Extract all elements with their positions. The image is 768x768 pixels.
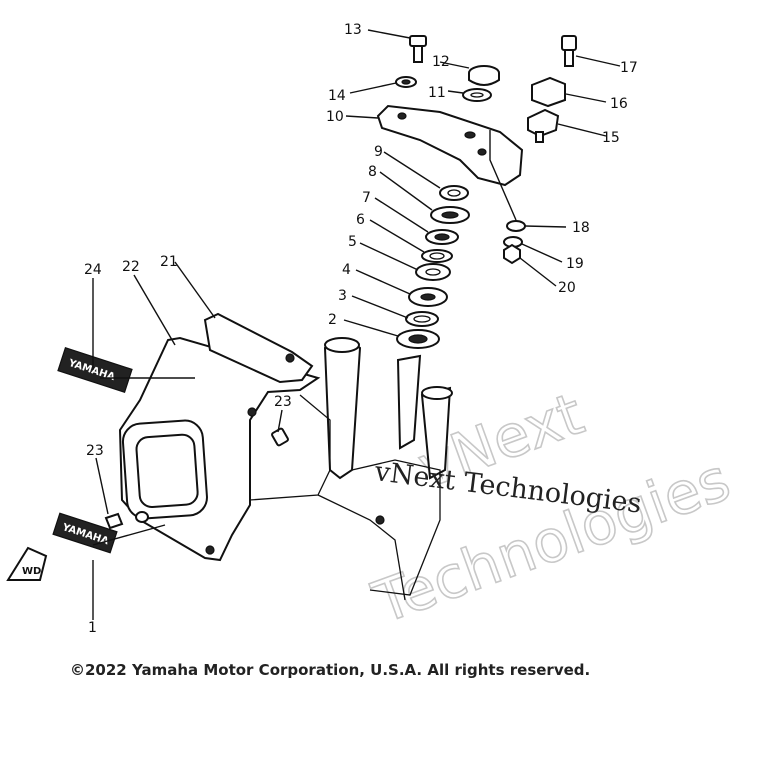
callout-9: 9 — [374, 144, 383, 160]
part-20-nut — [503, 243, 521, 265]
callout-6: 6 — [356, 212, 365, 228]
callout-12: 12 — [432, 54, 450, 70]
callout-16: 16 — [610, 96, 628, 112]
callout-10: 10 — [326, 109, 344, 125]
part-13-bolt — [409, 35, 427, 63]
leader-lines — [92, 29, 621, 620]
part-14-washer — [395, 76, 417, 88]
decal-small: WD — [6, 546, 48, 581]
part-21-pad — [203, 312, 314, 384]
part-11-washer — [462, 88, 492, 102]
part-12-cap — [468, 65, 500, 86]
steering-stack — [396, 185, 470, 349]
part-17-bolt — [561, 35, 577, 67]
part-8-cover — [430, 206, 470, 224]
callout-14: 14 — [328, 88, 346, 104]
part-5-race — [415, 263, 451, 281]
callout-18: 18 — [572, 220, 590, 236]
part-3-bearing — [405, 311, 439, 327]
callout-3: 3 — [338, 288, 347, 304]
copyright: ©2022 Yamaha Motor Corporation, U.S.A. A… — [70, 661, 590, 679]
callout-23-upper: 23 — [274, 394, 292, 410]
part-23-bolt-upper — [271, 427, 289, 447]
part-22-headlight-cover — [118, 336, 321, 562]
callout-17: 17 — [620, 60, 638, 76]
part-9-ring-nut — [439, 185, 469, 201]
part-23-bolt-lower — [104, 511, 149, 530]
callout-19: 19 — [566, 256, 584, 272]
callout-8: 8 — [368, 164, 377, 180]
part-18-washer — [506, 220, 526, 232]
callout-24: 24 — [84, 262, 102, 278]
callout-11: 11 — [428, 85, 446, 101]
part-16-holder-upper — [531, 76, 566, 108]
callout-22: 22 — [122, 259, 140, 275]
decal-upper: YAMAHA — [57, 347, 133, 393]
part-10-upper-bracket — [376, 104, 524, 187]
part-4-race — [408, 287, 448, 307]
callout-1: 1 — [88, 620, 97, 636]
callout-23-lower: 23 — [86, 443, 104, 459]
decal-small-text: WD — [22, 566, 41, 577]
callout-21: 21 — [160, 254, 178, 270]
callout-20: 20 — [558, 280, 576, 296]
callout-2: 2 — [328, 312, 337, 328]
part-2-race — [396, 329, 440, 349]
frame-head — [239, 337, 453, 601]
callout-4: 4 — [342, 262, 351, 278]
part-15-holder-lower — [527, 108, 560, 143]
callout-13: 13 — [344, 22, 362, 38]
callout-5: 5 — [348, 234, 357, 250]
callout-7: 7 — [362, 190, 371, 206]
part-7-cover — [425, 229, 459, 245]
part-6-bearing — [421, 249, 453, 263]
callout-15: 15 — [602, 130, 620, 146]
callouts: 1 2 3 4 5 6 7 8 9 10 11 12 13 14 15 16 1… — [84, 22, 638, 636]
